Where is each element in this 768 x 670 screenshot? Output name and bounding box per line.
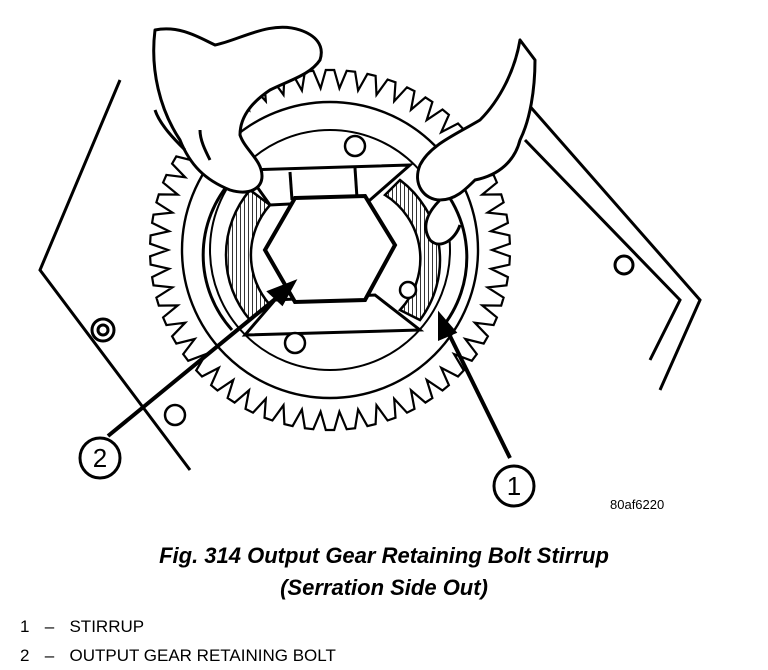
caption-line-1: Fig. 314 Output Gear Retaining Bolt Stir…: [159, 543, 609, 568]
legend: 1–STIRRUP 2–OUTPUT GEAR RETAINING BOLT: [20, 612, 336, 670]
bolt-holes: [163, 134, 418, 427]
callout-1: 1: [492, 464, 536, 508]
caption-line-2: (Serration Side Out): [280, 575, 488, 600]
callout-2-number: 2: [93, 443, 107, 473]
image-code: 80af6220: [610, 497, 665, 512]
legend-number: 1: [20, 617, 30, 636]
gear-inner-ring: [180, 100, 480, 400]
legend-number: 2: [20, 646, 30, 665]
hex-bolt: [262, 193, 398, 305]
legend-item: 2–OUTPUT GEAR RETAINING BOLT: [20, 641, 336, 670]
legend-separator: –: [44, 617, 55, 636]
legend-label: OUTPUT GEAR RETAINING BOLT: [69, 646, 336, 665]
callout-2: 2: [78, 436, 122, 480]
gear-hub-ring: [209, 129, 451, 371]
legend-label: STIRRUP: [69, 617, 145, 636]
legend-separator: –: [44, 646, 55, 665]
callout-1-number: 1: [507, 471, 521, 501]
figure-caption: Fig. 314 Output Gear Retaining Bolt Stir…: [0, 540, 768, 604]
callout-leaders: [106, 279, 512, 459]
retaining-plate: [241, 163, 425, 337]
illustration: 2 1: [38, 25, 702, 508]
hands: [152, 25, 537, 246]
legend-item: 1–STIRRUP: [20, 612, 336, 641]
case-outline: [38, 79, 702, 471]
